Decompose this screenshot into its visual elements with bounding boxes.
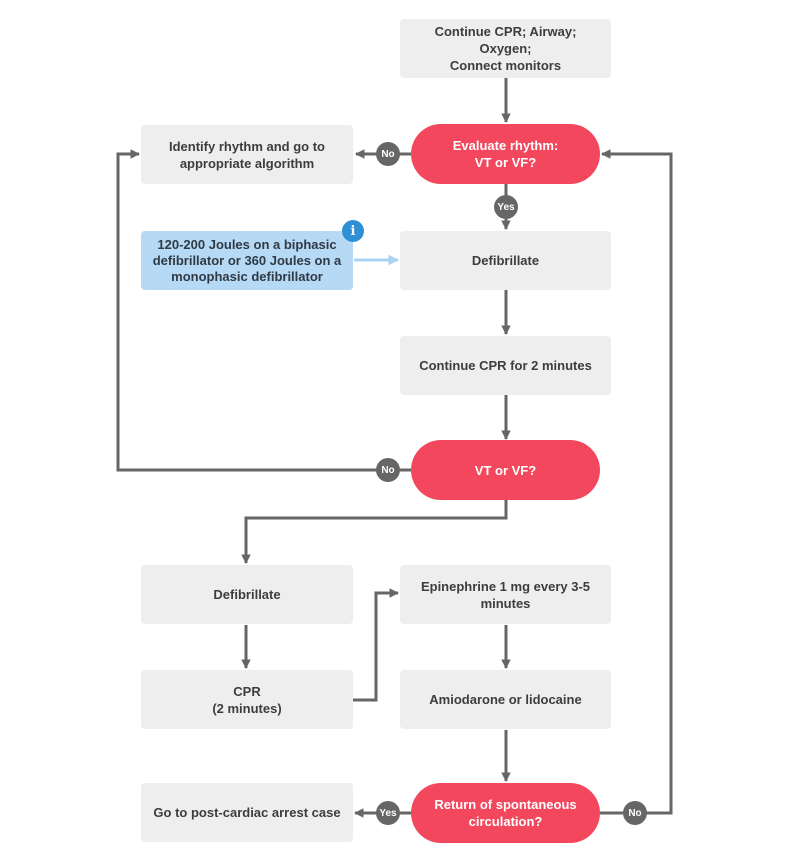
post-cardiac-arrest-box: Go to post-cardiac arrest case [141,783,353,842]
edge-cpr-to-epinephrine [353,588,399,702]
amiodarone-box: Amiodarone or lidocaine [400,670,611,729]
edge-vt-vf-no-to-identify [116,149,411,472]
vt-vf-decision: VT or VF? [411,440,600,500]
identify-rhythm-box: Identify rhythm and go to appropriate al… [141,125,353,184]
no-badge-rosc: No [623,801,647,825]
continue-cpr-2min-box: Continue CPR for 2 minutes [400,336,611,395]
rosc-decision: Return of spontaneous circulation? [411,783,600,843]
defibrillate-box-2: Defibrillate [141,565,353,624]
evaluate-rhythm-decision: Evaluate rhythm: VT or VF? [411,124,600,184]
no-badge-vt-vf: No [376,458,400,482]
cpr-2min-box: CPR (2 minutes) [141,670,353,729]
edge-vt-vf-yes-to-defibrillate [241,500,508,564]
info-icon[interactable]: i [342,220,364,242]
epinephrine-box: Epinephrine 1 mg every 3-5 minutes [400,565,611,624]
joules-info-note: 120-200 Joules on a biphasic defibrillat… [141,231,353,290]
yes-badge-rosc: Yes [376,801,400,825]
yes-badge-evaluate: Yes [494,195,518,219]
no-badge-evaluate: No [376,142,400,166]
defibrillate-box-1: Defibrillate [400,231,611,290]
continue-cpr-airway-box: Continue CPR; Airway; Oxygen; Connect mo… [400,19,611,78]
